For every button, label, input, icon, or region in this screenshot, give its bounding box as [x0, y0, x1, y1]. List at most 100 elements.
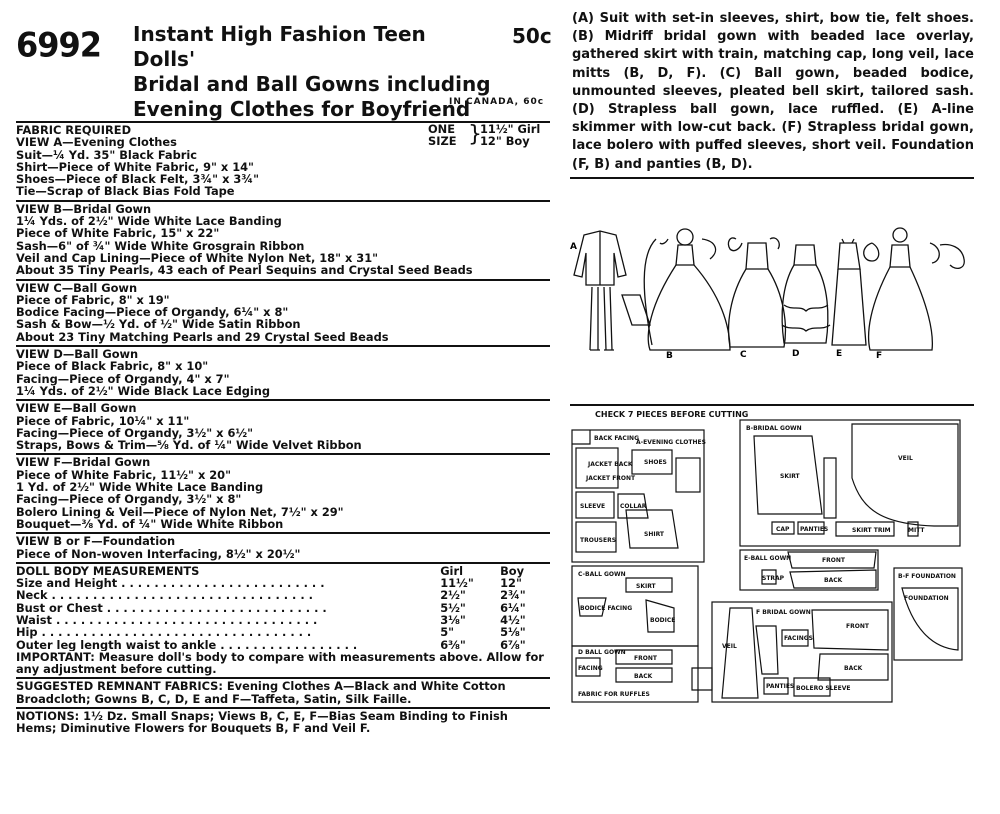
layout-label: SLEEVE: [580, 503, 605, 510]
view-line: Piece of Fabric, 10¼" x 11": [16, 413, 190, 428]
layout-block-a: [571, 429, 705, 563]
measurement-boy: 5⅛": [500, 625, 526, 640]
fabric-heading-section: FABRIC REQUIRED ONE SIZE } 11½" Girl 12"…: [16, 121, 550, 198]
notions: NOTIONS: 1½ Dz. Small Snaps; Views B, C,…: [16, 707, 550, 735]
measurement-girl: 6⅜": [440, 637, 466, 652]
measurement-label: Bust or Chest . . . . . . . . . . . . . …: [16, 601, 327, 614]
layout-block-foundation: [893, 567, 963, 661]
layout-label: PANTIES: [766, 683, 794, 690]
view-line: Bouquet—⅜ Yd. of ¼" Wide White Ribbon: [16, 516, 284, 531]
check-pieces-label: CHECK 7 PIECES BEFORE CUTTING: [595, 410, 749, 419]
measurement-boy: 6⅞": [500, 637, 526, 652]
view-line: Piece of Non-woven Interfacing, 8½" x 20…: [16, 546, 301, 561]
garment-illustration: A B C D E F: [570, 227, 965, 360]
view-line: Straps, Bows & Trim—⅝ Yd. of ¼" Wide Vel…: [16, 438, 362, 453]
layout-label: VEIL: [722, 643, 737, 650]
layout-label: BODICE: [650, 617, 675, 624]
view-title: VIEW B—Bridal Gown: [16, 201, 152, 216]
size-girl: 11½" Girl: [480, 122, 541, 136]
layout-label: E-BALL GOWN: [744, 555, 791, 562]
view-label: A: [570, 242, 577, 252]
view-line: Tie—Scrap of Black Bias Fold Tape: [16, 184, 235, 199]
view-title: VIEW F—Bridal Gown: [16, 455, 151, 470]
layout-block-d: [571, 645, 699, 703]
measurement-girl: 5½": [440, 600, 466, 615]
measurement-row: Neck . . . . . . . . . . . . . . . . . .…: [16, 588, 550, 603]
pattern-title: Instant High Fashion Teen Dolls' Bridal …: [133, 22, 493, 122]
layout-label: D BALL GOWN: [578, 649, 626, 656]
view-title: VIEW C—Ball Gown: [16, 280, 138, 295]
view-title: VIEW B or F—Foundation: [16, 534, 176, 549]
suit-jacket-icon: [573, 230, 651, 351]
measurement-boy: 2¾": [500, 588, 526, 603]
bridal-gown-icon: [643, 228, 731, 351]
layout-label: BODICE FACING: [580, 605, 632, 612]
measurement-row: Bust or Chest . . . . . . . . . . . . . …: [16, 600, 550, 615]
measurements-heading: DOLL BODY MEASUREMENTS: [16, 564, 200, 578]
measurement-row: Outer leg length waist to ankle . . . . …: [16, 637, 550, 652]
layout-label: FACING: [578, 665, 603, 672]
view-line: Bodice Facing—Piece of Organdy, 6¼" x 8": [16, 305, 289, 320]
layout-label: BACK: [844, 665, 863, 672]
layout-label: SKIRT: [780, 473, 801, 480]
layout-label: CAP: [776, 526, 790, 533]
layout-label: FACINGS: [784, 635, 813, 642]
layout-label: JACKET BACK: [587, 461, 633, 468]
layout-block-f: [711, 601, 893, 703]
view-label: F: [876, 351, 882, 360]
skimmer-e-icon: [831, 238, 867, 346]
measurements-header: DOLL BODY MEASUREMENTS Girl Boy: [16, 563, 550, 578]
brace-icon: }: [468, 122, 482, 147]
layout-label: BACK: [824, 577, 843, 584]
layout-label: BACK: [634, 673, 653, 680]
size-block: ONE SIZE } 11½" Girl 12" Boy: [428, 122, 540, 149]
measurement-boy: 12": [500, 576, 522, 591]
canada-price: IN CANADA, 60c: [449, 97, 545, 107]
view-c-section: VIEW C—Ball Gown Piece of Fabric, 8" x 1…: [16, 278, 550, 343]
layout-label: MITT: [908, 527, 925, 534]
size-label-size: SIZE: [428, 134, 457, 149]
view-title: VIEW E—Ball Gown: [16, 401, 137, 416]
view-line: Shirt—Piece of White Fabric, 9" x 14": [16, 159, 254, 174]
view-line: About 35 Tiny Pearls, 43 each of Pearl S…: [16, 263, 473, 278]
layout-label: FRONT: [822, 557, 846, 564]
view-line: Bolero Lining & Veil—Piece of Nylon Net,…: [16, 504, 344, 519]
measurement-boy: 6¼": [500, 600, 526, 615]
layout-label: B-F FOUNDATION: [898, 573, 956, 580]
view-line: 1 Yd. of 2½" Wide White Lace Banding: [16, 480, 264, 495]
view-b-section: VIEW B—Bridal Gown 1¼ Yds. of 2½" Wide W…: [16, 199, 550, 278]
title-line: Instant High Fashion Teen Dolls': [133, 22, 426, 71]
ball-gown-c-icon: [727, 237, 787, 348]
layout-label: C-BALL GOWN: [578, 571, 626, 578]
view-line: Piece of Black Fabric, 8" x 10": [16, 359, 209, 374]
layout-label: SHOES: [644, 459, 667, 466]
size-boy: 12" Boy: [480, 134, 530, 149]
measurement-girl: 11½": [440, 576, 474, 591]
layout-label: BOLERO SLEEVE: [796, 685, 851, 692]
measurement-label: Size and Height . . . . . . . . . . . . …: [16, 577, 325, 590]
important-note: IMPORTANT: Measure doll's body to compar…: [16, 649, 544, 677]
cutting-layout: BACK FACING A-EVENING CLOTHES B-BRIDAL G…: [571, 419, 963, 703]
layout-label: FRONT: [846, 623, 870, 630]
measurement-girl: 2½": [440, 588, 466, 603]
title-line: Bridal and Ball Gowns including: [133, 72, 491, 96]
col-girl: Girl: [440, 563, 463, 578]
layout-label: COLLAR: [620, 503, 647, 510]
view-d-section: VIEW D—Ball Gown Piece of Black Fabric, …: [16, 345, 550, 397]
divider: [570, 177, 974, 179]
layout-label: TROUSERS: [580, 537, 616, 544]
view-line: Piece of White Fabric, 15" x 22": [16, 226, 220, 241]
view-bf-section: VIEW B or F—Foundation Piece of Non-wove…: [16, 532, 550, 560]
measurement-row: Hip . . . . . . . . . . . . . . . . . . …: [16, 625, 550, 640]
view-line: Sash—6" of ¾" Wide White Grosgrain Ribbo…: [16, 238, 305, 253]
view-line: Facing—Piece of Organdy, 3½" x 6½": [16, 425, 254, 440]
size-label-one: ONE: [428, 122, 455, 136]
style-description: (A) Suit with set-in sleeves, shirt, bow…: [572, 11, 974, 172]
pattern-number: 6992: [16, 25, 102, 65]
layout-label: F BRIDAL GOWN: [756, 609, 811, 616]
measurement-row: Waist . . . . . . . . . . . . . . . . . …: [16, 612, 550, 627]
view-label: E: [836, 349, 842, 359]
measurement-girl: 3⅛": [440, 612, 466, 627]
view-line: Piece of White Fabric, 11½" x 20": [16, 467, 232, 482]
measurement-label: Waist . . . . . . . . . . . . . . . . . …: [16, 613, 318, 627]
